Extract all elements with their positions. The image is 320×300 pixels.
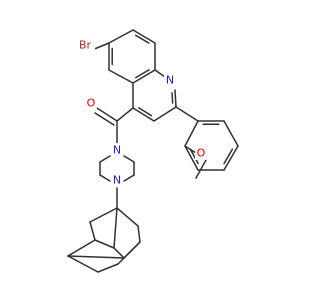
bond-50 — [123, 241, 141, 259]
bond-9 — [154, 69, 166, 78]
bond-32 — [223, 145, 239, 171]
bond-layer — [67, 29, 239, 273]
bond-0 — [132, 29, 156, 44]
bond-14 — [138, 107, 153, 117]
bond-41 — [116, 207, 139, 227]
bond-31 — [223, 120, 239, 147]
bond-26 — [123, 174, 135, 182]
bond-1 — [134, 34, 150, 44]
bond-47 — [137, 225, 141, 243]
atom-n-quinoline: N — [164, 73, 176, 87]
bond-45 — [67, 255, 99, 273]
atom-label-n-piperazine-1: N — [113, 144, 121, 157]
atom-label-n-piperazine-2: N — [113, 174, 121, 187]
bond-11 — [171, 92, 174, 104]
atom-n-piperazine-1: N — [111, 143, 123, 157]
bond-12 — [153, 106, 177, 122]
bond-40 — [89, 207, 118, 223]
bond-42 — [113, 207, 118, 249]
bond-33 — [223, 148, 234, 165]
bond-4 — [135, 69, 150, 79]
atom-label-layer: Br N O O N N — [75, 38, 207, 187]
bond-35 — [184, 145, 199, 171]
bond-38 — [184, 145, 197, 154]
bond-39 — [195, 159, 207, 179]
atom-n-piperazine-2: N — [111, 173, 123, 187]
bond-10 — [174, 89, 177, 108]
atom-label-br: Br — [79, 39, 92, 52]
bond-8 — [108, 29, 134, 44]
bond-17 — [116, 107, 134, 122]
bond-49 — [113, 247, 125, 259]
atom-br: Br — [75, 38, 95, 52]
bond-44 — [67, 239, 96, 257]
bond-13 — [132, 107, 155, 122]
bond-46 — [97, 263, 119, 273]
atom-label-n-quinoline: N — [166, 74, 174, 87]
bond-21 — [99, 155, 111, 163]
atom-label-o-carbonyl: O — [87, 97, 96, 110]
bond-5 — [108, 69, 134, 84]
bond-52 — [94, 239, 115, 249]
bond-23 — [99, 174, 111, 182]
bond-51 — [67, 255, 125, 259]
bond-36 — [189, 148, 199, 165]
bond-28 — [175, 106, 199, 122]
atom-o-carbonyl: O — [85, 96, 97, 110]
bond-18 — [96, 107, 118, 122]
atom-o-methoxy: O — [195, 146, 207, 160]
bond-43 — [89, 221, 96, 241]
bond-24 — [123, 155, 135, 163]
bond-37 — [184, 120, 199, 147]
bond-19 — [94, 112, 115, 126]
bond-3 — [132, 69, 156, 84]
atom-label-o-methoxy: O — [197, 147, 206, 160]
molecule-diagram: Br N O O N N — [67, 29, 239, 273]
